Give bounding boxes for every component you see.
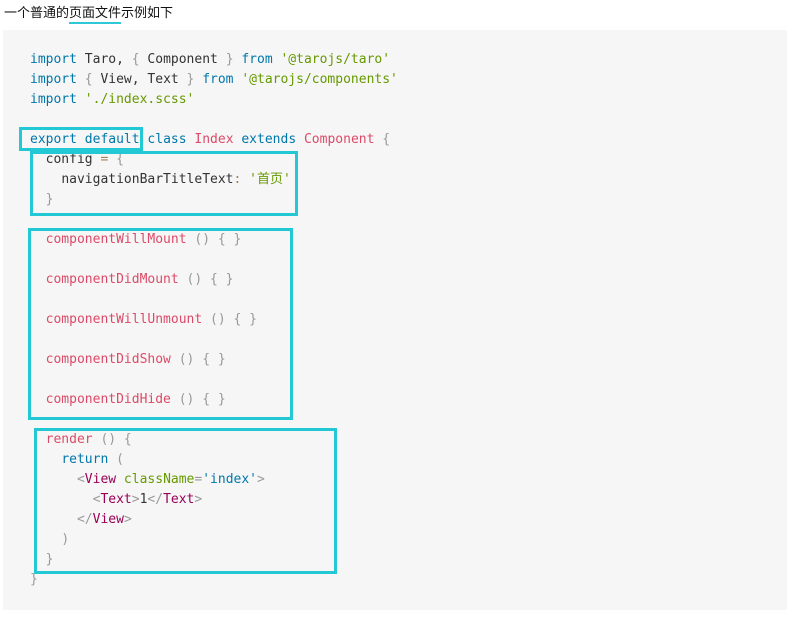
code-line-config-close: } — [30, 190, 54, 210]
intro-before: 一个普通的 — [4, 6, 70, 21]
highlight-box-lifecycle — [28, 228, 293, 420]
property: config — [45, 152, 93, 167]
tag-name: View — [84, 472, 117, 487]
punctuation: } — [30, 572, 38, 587]
punctuation: { — [131, 52, 140, 67]
string: '@tarojs/taro' — [280, 52, 391, 67]
code-line-config: config = { — [30, 150, 124, 170]
code-line-class-close: } — [30, 570, 38, 590]
punctuation: { — [116, 152, 124, 167]
identifier: Component — [139, 52, 226, 67]
property: navigationBarTitleText — [61, 172, 234, 187]
string: '@tarojs/components' — [241, 72, 398, 87]
punctuation: } — [45, 552, 54, 567]
operator: = — [92, 152, 117, 167]
code-line-class-declaration: export default class Index extends Compo… — [30, 130, 390, 150]
code-line-render: render () { — [30, 430, 132, 450]
code-line-text: <Text>1</Text> — [30, 490, 203, 510]
code-line-will-mount: componentWillMount () { } — [30, 230, 242, 250]
code-line-view-open: <View className='index'> — [30, 470, 265, 490]
code-line-view-close: </View> — [30, 510, 132, 530]
keyword-extends: extends — [241, 132, 297, 147]
punctuation: </ — [76, 512, 93, 527]
code-block: import Taro, { Component } from '@tarojs… — [3, 30, 787, 610]
function-name: componentWillMount — [45, 232, 187, 247]
punctuation: = — [194, 472, 203, 487]
code-line-did-mount: componentDidMount () { } — [30, 270, 234, 290]
function-name: componentDidMount — [45, 272, 179, 287]
keyword: import — [30, 72, 77, 87]
code-line-did-show: componentDidShow () { } — [30, 350, 226, 370]
string: '首页' — [249, 172, 291, 187]
code-line-render-close: } — [30, 550, 54, 570]
highlight-box-render — [34, 428, 337, 574]
tag-name: Text — [163, 492, 195, 507]
code-line-return-close: ) — [30, 530, 69, 550]
intro-text: 一个普通的页面文件示例如下 — [4, 4, 173, 24]
punctuation: < — [92, 492, 101, 507]
attr-value: 'index' — [202, 472, 258, 487]
class-name: Index — [194, 132, 234, 147]
keyword: import — [30, 92, 77, 107]
punctuation: () { } — [170, 352, 226, 367]
highlight-box-config — [30, 151, 298, 216]
code-line-import-taro: import Taro, { Component } from '@tarojs… — [30, 50, 390, 70]
punctuation: > — [123, 512, 132, 527]
keyword: from — [233, 52, 281, 67]
function-name: render — [45, 432, 93, 447]
punctuation: () { — [92, 432, 132, 447]
string: './index.scss' — [76, 92, 195, 107]
identifier: View, Text — [92, 72, 187, 87]
punctuation: > — [194, 492, 203, 507]
tag-name: View — [92, 512, 124, 527]
code-line-did-hide: componentDidHide () { } — [30, 390, 226, 410]
code-line-navbar-title: navigationBarTitleText: '首页' — [30, 170, 291, 190]
punctuation: } — [225, 52, 234, 67]
punctuation: </ — [147, 492, 164, 507]
class-name: Component — [303, 132, 375, 147]
operator: : — [233, 172, 242, 187]
keyword-export: export — [30, 132, 77, 147]
punctuation: ( — [108, 452, 124, 467]
punctuation: () { } — [170, 392, 226, 407]
function-name: componentDidShow — [45, 352, 171, 367]
code-line-import-scss: import './index.scss' — [30, 90, 194, 110]
punctuation: > — [257, 472, 265, 487]
punctuation: () { } — [186, 232, 242, 247]
punctuation: { — [76, 72, 93, 87]
punctuation: () { } — [178, 272, 234, 287]
intro-highlight: 页面文件 — [69, 6, 122, 24]
function-name: componentDidHide — [45, 392, 171, 407]
keyword: return — [61, 452, 109, 467]
intro-after: 示例如下 — [121, 6, 174, 21]
punctuation: < — [76, 472, 85, 487]
punctuation: } — [186, 72, 195, 87]
punctuation: ) — [61, 532, 70, 547]
text-content: 1 — [139, 492, 148, 507]
function-name: componentWillUnmount — [45, 312, 203, 327]
keyword: import — [30, 52, 77, 67]
punctuation: { — [382, 132, 391, 147]
highlight-box-export-default — [19, 127, 143, 151]
keyword: from — [194, 72, 242, 87]
keyword-class: class — [147, 132, 187, 147]
punctuation: } — [45, 192, 54, 207]
keyword-default: default — [84, 132, 140, 147]
code-line-return: return ( — [30, 450, 124, 470]
code-line-import-components: import { View, Text } from '@tarojs/comp… — [30, 70, 398, 90]
punctuation: () { } — [202, 312, 257, 327]
identifier: Taro, — [76, 52, 132, 67]
attr-name: className — [116, 472, 195, 487]
tag-name: Text — [100, 492, 132, 507]
punctuation: > — [131, 492, 140, 507]
code-line-will-unmount: componentWillUnmount () { } — [30, 310, 257, 330]
